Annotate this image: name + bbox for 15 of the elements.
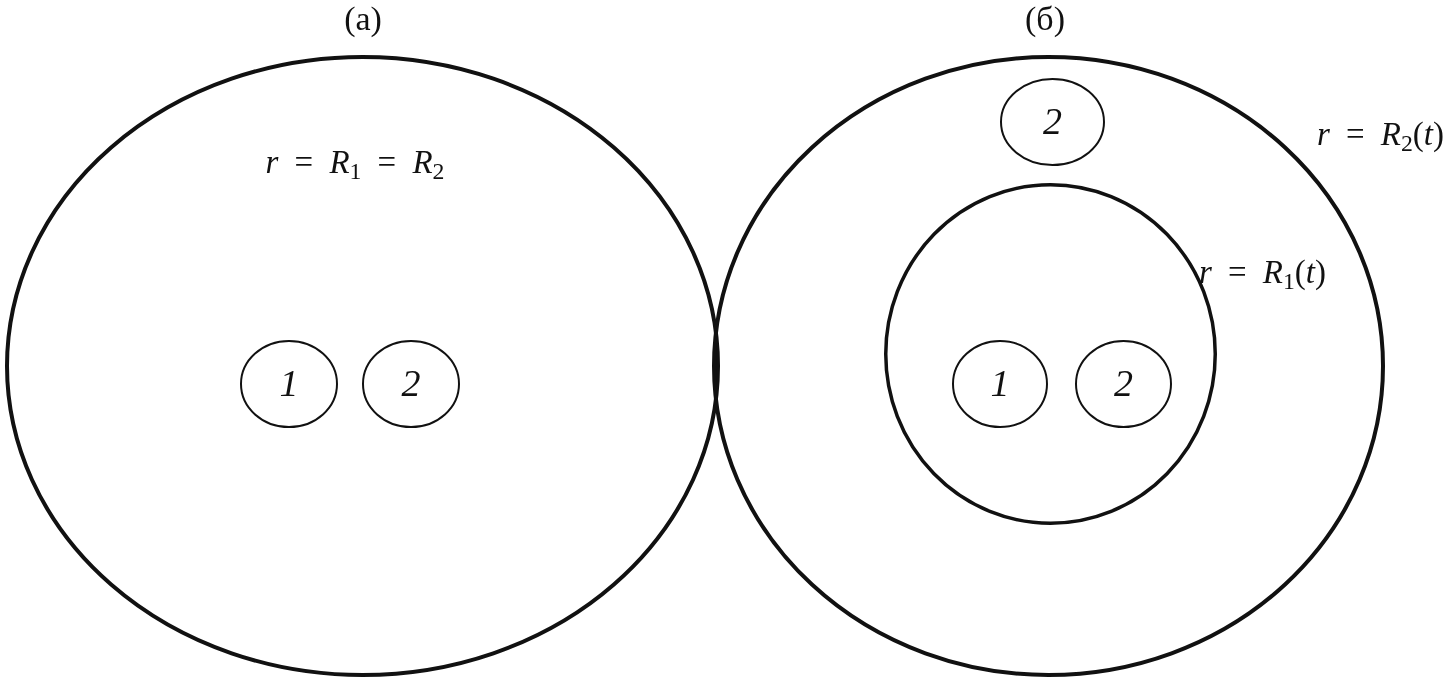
- panel-label: (б): [1025, 0, 1065, 38]
- particle-ellipse: [1000, 78, 1105, 166]
- panel-label: (а): [344, 0, 382, 38]
- particle-ellipse: [362, 340, 460, 428]
- particle-number: 2: [1043, 101, 1062, 143]
- particle-ellipse: [952, 340, 1048, 428]
- particle-number: 1: [990, 363, 1010, 405]
- boundary-equation: r = R$_{1}$ = R$_{2}$: [265, 143, 445, 181]
- particle-ellipse: [240, 340, 338, 428]
- boundary-equation: r = R$_{2}$(t): [1317, 115, 1444, 153]
- boundary-equation: r = R$_{1}$(t): [1199, 253, 1326, 291]
- particle-number: 2: [401, 363, 421, 405]
- particle-number: 2: [1114, 363, 1133, 405]
- particle-ellipse: [1075, 340, 1172, 428]
- particle-number: 1: [279, 363, 299, 405]
